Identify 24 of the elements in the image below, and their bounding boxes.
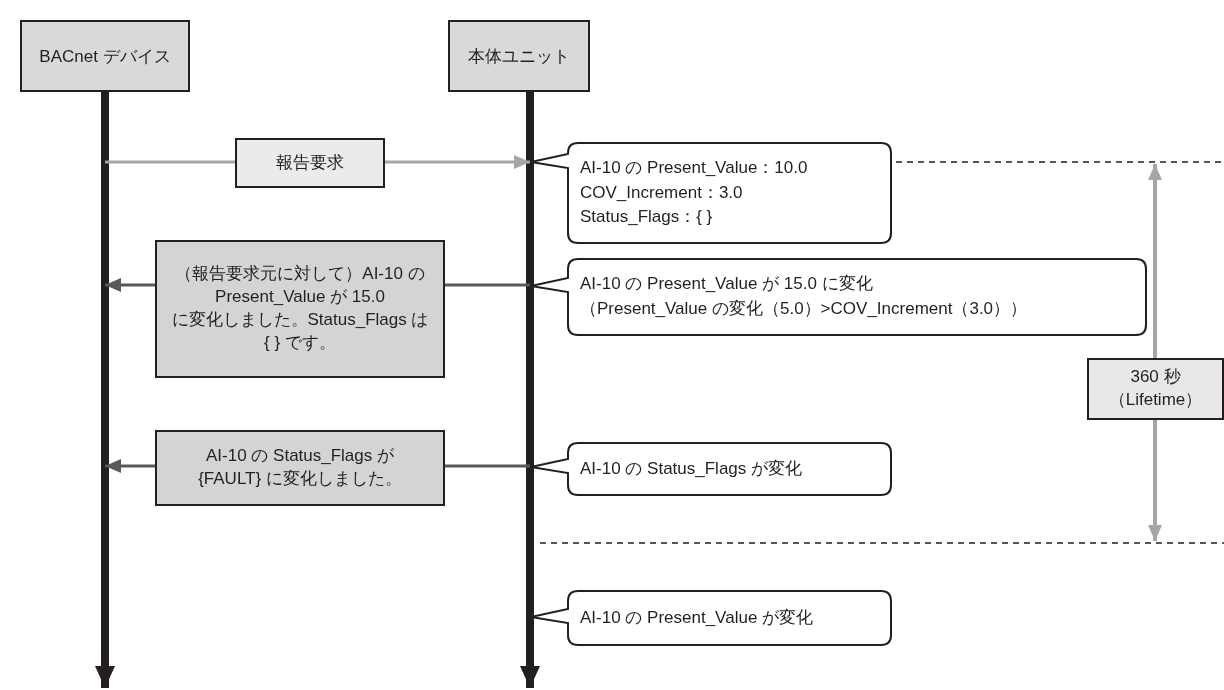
- lifeline-header: [20, 20, 190, 92]
- callout-text: COV_Increment：3.0: [580, 181, 744, 204]
- callout-text: AI-10 の Present_Value：10.0: [580, 157, 809, 180]
- message-text: AI-10 の Status_Flags が {FAULT} に変化しました。: [197, 445, 403, 490]
- lifeline-header: [448, 20, 590, 92]
- callout-text: AI-10 の Status_Flags が変化: [580, 457, 804, 480]
- message-text: （報告要求元に対して）AI-10 の Present_Value が 15.0 に変化しました。Status_Flags は { } です。: [171, 263, 429, 354]
- message-box: [155, 430, 445, 506]
- lifeline-arrow: [520, 92, 540, 688]
- lifeline-label: 本体ユニット: [468, 45, 570, 68]
- message-text: 360 秒（Lifetime）: [1108, 366, 1203, 411]
- callout-text: Status_Flags：{ }: [580, 206, 714, 229]
- message-arrow: [385, 155, 530, 169]
- callout-text: （Present_Value の変化（5.0）>COV_Increment（3.0））: [580, 298, 1029, 320]
- lifeline-label: BACnet デバイス: [39, 45, 171, 68]
- lifeline-arrow: [95, 92, 115, 688]
- message-box: [155, 240, 445, 378]
- message-text: 報告要求: [276, 151, 344, 174]
- callout-text: AI-10 の Present_Value が変化: [580, 606, 815, 629]
- message-arrow: [105, 278, 155, 292]
- callout-text: AI-10 の Present_Value が 15.0 に変化: [580, 273, 874, 296]
- message-arrow: [105, 459, 155, 473]
- message-box: [235, 138, 385, 188]
- duration-box: [1087, 358, 1224, 420]
